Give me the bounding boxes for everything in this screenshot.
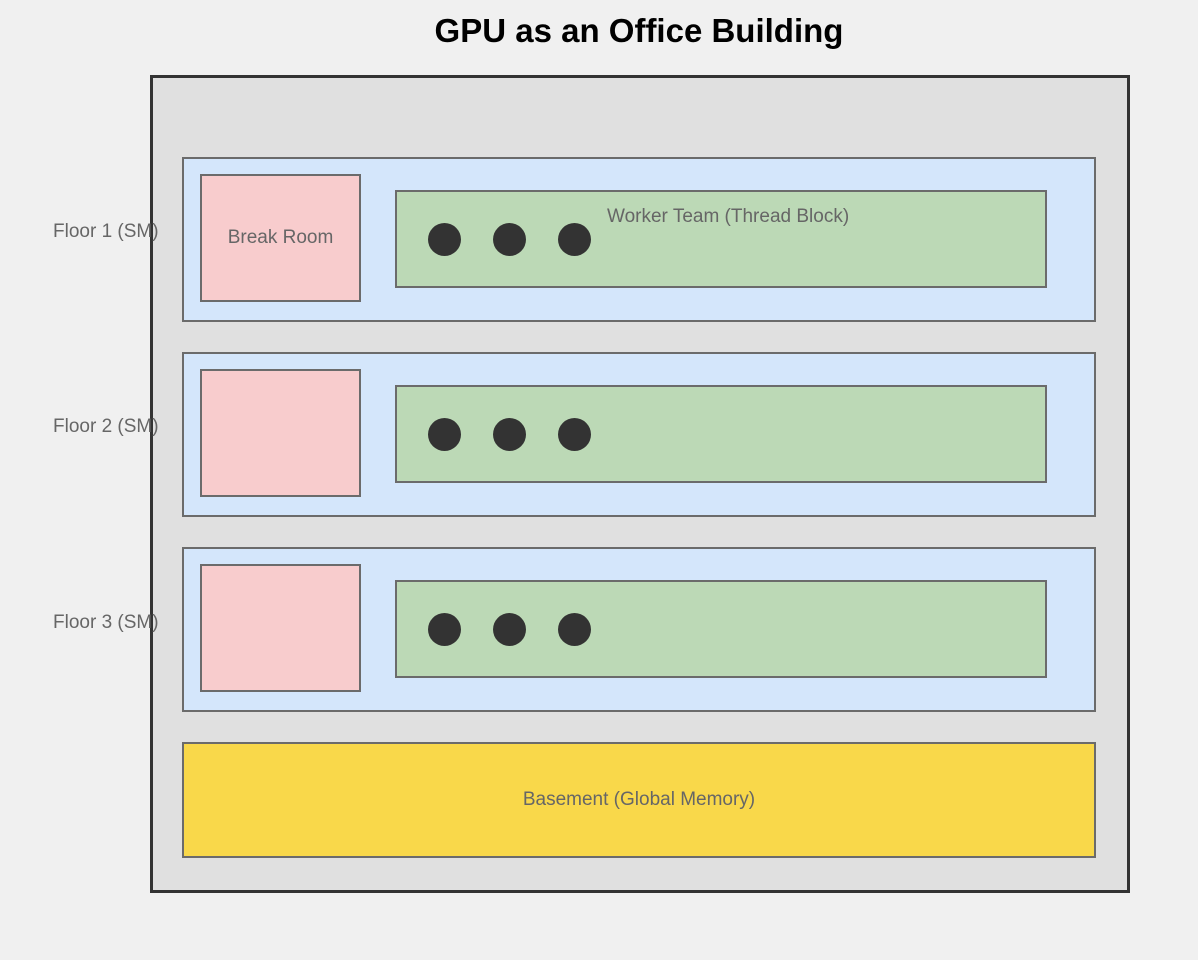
break-room — [200, 369, 361, 497]
worker-team: Worker Team (Thread Block) — [395, 190, 1047, 288]
floor-label: Floor 2 (SM) — [53, 416, 159, 437]
floor-1: Break Room Worker Team (Thread Block) — [182, 157, 1096, 322]
floor-label: Floor 1 (SM) — [53, 221, 159, 242]
worker-thread-icon — [558, 223, 591, 256]
basement-global-memory: Basement (Global Memory) — [182, 742, 1096, 858]
floor-label: Floor 3 (SM) — [53, 612, 159, 633]
break-room — [200, 564, 361, 692]
diagram-title: GPU as an Office Building — [434, 12, 844, 49]
break-room-label: Break Room — [227, 227, 334, 248]
floor-3 — [182, 547, 1096, 712]
worker-thread-icon — [493, 613, 526, 646]
worker-thread-icon — [493, 223, 526, 256]
worker-thread-icon — [428, 418, 461, 451]
break-room: Break Room — [200, 174, 361, 302]
worker-thread-icon — [558, 418, 591, 451]
worker-thread-icon — [558, 613, 591, 646]
worker-thread-icon — [428, 613, 461, 646]
basement-label: Basement (Global Memory) — [522, 789, 756, 810]
worker-team-label: Worker Team (Thread Block) — [607, 206, 850, 227]
worker-thread-icon — [428, 223, 461, 256]
floor-2 — [182, 352, 1096, 517]
worker-team — [395, 580, 1047, 678]
worker-team — [395, 385, 1047, 483]
worker-thread-icon — [493, 418, 526, 451]
